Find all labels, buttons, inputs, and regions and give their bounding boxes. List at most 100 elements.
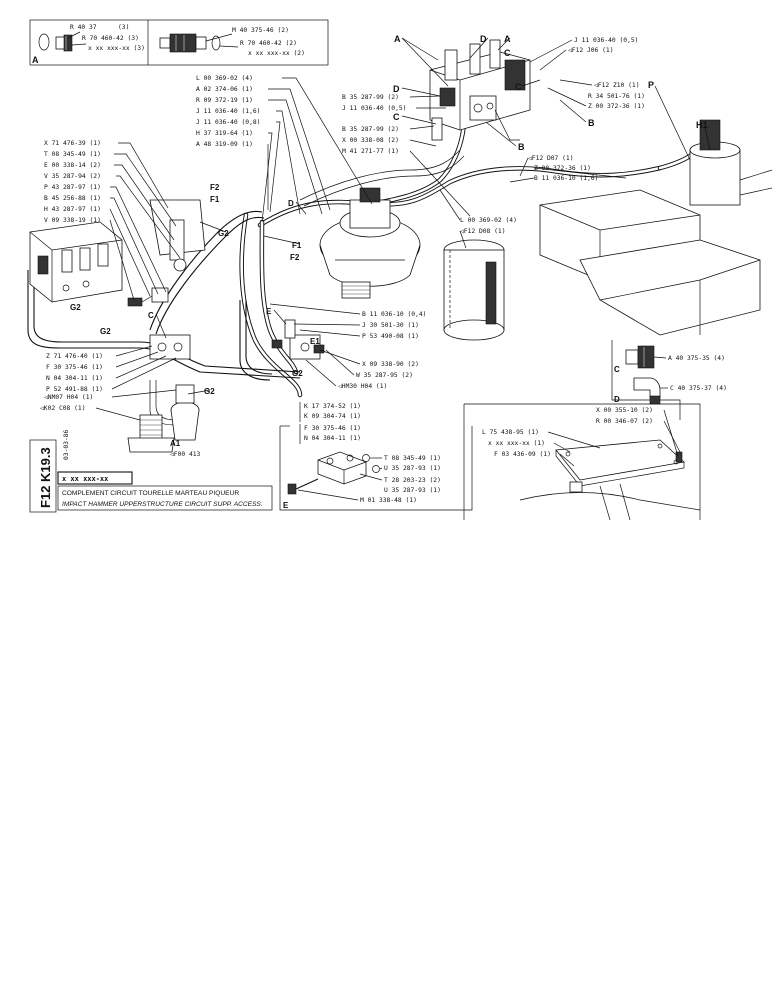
callout-j11036-05-a: J 11 036-40 (0,5) — [342, 105, 406, 112]
callout-r34501: R 34 501-76 (1) — [588, 93, 645, 100]
letter-c-left: C — [148, 311, 154, 320]
letter-d-mid: D — [393, 84, 400, 94]
letter-f2-b: F2 — [290, 253, 300, 262]
screw-icon — [675, 451, 683, 463]
callout-f00413: ◁F00 413 — [170, 451, 201, 458]
callout-n04304-a: N 04 304-11 (1) — [46, 375, 103, 382]
control-valve-block — [429, 39, 531, 141]
callout-b35287-a: B 35 287-99 (2) — [342, 94, 399, 101]
letter-g2-c: G2 — [100, 327, 111, 336]
callout-n04304-b: N 04 304-11 (1) — [304, 435, 361, 442]
letter-c-right: C — [515, 82, 522, 92]
letter-f2-a: F2 — [210, 183, 220, 192]
o-ring-icon — [38, 33, 50, 51]
elbow-fitting-icon — [633, 377, 661, 405]
callout-t08345: T 08 345-49 (1) — [44, 151, 101, 158]
letter-f1-a: F1 — [210, 195, 220, 204]
callout-a48319: A 48 319-09 (1) — [196, 141, 253, 148]
letter-b-right: B — [588, 118, 595, 128]
ref-box: x xx xxx-xx — [62, 475, 109, 483]
callouts-mid: B 11 036-10 (0,4) J 30 501-30 (1) P 53 4… — [338, 311, 426, 390]
label-x00355: X 00 355-10 (2) — [596, 407, 653, 414]
label-xx-3: x xx xxx-xx (3) — [88, 45, 145, 52]
callout-w35287: W 35 287-95 (2) — [356, 372, 413, 379]
sheet-date: 03-03-86 — [63, 429, 70, 460]
letter-a1: A1 — [170, 439, 181, 448]
valve-pedal-assembly — [127, 384, 200, 453]
hydraulic-tank — [539, 119, 772, 336]
label-m01338: M 01 338-48 (1) — [360, 497, 417, 504]
callout-p52491: P 52 491-88 (1) — [46, 386, 103, 393]
callout-k09304: K 09 304-74 (1) — [304, 413, 361, 420]
callout-v35287: V 35 287-94 (2) — [44, 173, 101, 180]
letter-h1: H1 — [696, 120, 708, 130]
callout-j30501: J 30 501-30 (1) — [362, 322, 419, 329]
label-r70460-2: R 70 460-42 (2) — [240, 40, 297, 47]
letter-g2-e: G2 — [292, 369, 303, 378]
callouts-left: L 00 369-02 (4) A 02 374-06 (1) R 09 372… — [196, 75, 260, 148]
callout-x09338: X 09 338-90 (2) — [362, 361, 419, 368]
fitting-icon — [55, 34, 73, 52]
callout-f12d08: ◁F12 D08 (1) — [460, 228, 506, 235]
label-u35287-a: U 35 287-93 (1) — [384, 465, 441, 472]
washer-icon — [372, 465, 380, 473]
inset-plate-box: X 00 355-10 (2) R 00 346-07 (2) L 75 438… — [463, 403, 701, 521]
callout-k02c08: ◁K02 C08 (1) — [40, 405, 86, 412]
cover-plate-icon — [555, 439, 685, 487]
callout-hm30h04: ◁HM30 H04 (1) — [338, 383, 387, 390]
callout-r09372: R 09 372-19 (1) — [196, 97, 253, 104]
callouts-side: X 71 476-39 (1) T 08 345-49 (1) E 00 338… — [44, 140, 101, 224]
callout-j11036-16: J 11 036-40 (1,6) — [196, 108, 260, 115]
leaders-mid — [269, 303, 361, 387]
letter-d-top: D — [480, 34, 487, 44]
inset-a-box: A R 40 37 (3) R 70 460-42 (3) x xx xxx-x… — [29, 19, 329, 66]
callout-p43287: P 43 287-97 (1) — [44, 184, 101, 191]
callout-v09338: V 09 338-19 (1) — [44, 217, 101, 224]
inset-cd-box: C A 40 375-35 (4) D C 40 375-37 (4) — [611, 340, 727, 420]
callout-h43287: H 43 287-97 (1) — [44, 206, 101, 213]
callout-f12j06: ◁F12 J06 (1) — [568, 47, 614, 54]
callout-z00372-b: Z 00 372-36 (1) — [534, 165, 591, 172]
callouts-lower-left: Z 71 476-40 (1) F 30 375-46 (1) N 04 304… — [40, 353, 103, 412]
callout-x71476: X 71 476-39 (1) — [44, 140, 101, 147]
callout-f12z10: ◁F12 Z10 (1) — [594, 82, 640, 89]
callout-b45256: B 45 256-88 (1) — [44, 195, 101, 202]
callout-h37319: H 37 319-64 (1) — [196, 130, 253, 137]
nut-icon — [362, 454, 370, 462]
inset-c-letter: C — [614, 365, 620, 374]
label-r70460: R 70 460-42 (3) — [82, 35, 139, 42]
callout-z71476: Z 71 476-40 (1) — [46, 353, 103, 360]
a1-reference: A1 ◁F00 413 — [170, 439, 201, 458]
callout-f30375-b: F 30 375-46 (1) — [304, 425, 361, 432]
leaders-lower-left — [95, 345, 177, 421]
label-xx-1: x xx xxx-xx (1) — [488, 440, 545, 447]
inset-d-letter: D — [614, 395, 620, 404]
sheet-code: F12 K19.3 — [38, 447, 53, 508]
letter-b-mid: B — [518, 142, 525, 152]
leaders-left — [261, 77, 373, 223]
inset-a-letter: A — [32, 55, 39, 65]
label-f03436: F 03 436-09 (1) — [494, 451, 551, 458]
letter-p: P — [648, 80, 654, 90]
leader-lines — [155, 37, 711, 395]
callout-p53490: P 53 490-08 (1) — [362, 333, 419, 340]
callout-f30375-a: F 30 375-46 (1) — [46, 364, 103, 371]
letter-d-left: D — [288, 199, 294, 208]
title-block: F12 K19.3 03-03-86 x xx xxx-xx COMPLEMEN… — [29, 429, 273, 513]
label-c40375: C 40 375-37 (4) — [670, 385, 727, 392]
letter-g2-d: G2 — [204, 387, 215, 396]
letter-f1-b: F1 — [292, 241, 302, 250]
label-t28203: T 28 203-23 (2) — [384, 477, 441, 484]
rotary-joint — [319, 187, 421, 299]
filter-canister — [443, 239, 505, 341]
callout-z00372-a: Z 00 372-36 (1) — [588, 103, 645, 110]
callout-j11036-08: J 11 036-40 (0,8) — [196, 119, 260, 126]
letter-a-top-2: A — [504, 34, 511, 44]
callout-l00369-b: L 00 369-02 (4) — [460, 217, 517, 224]
callout-x00338: X 00 338-08 (2) — [342, 137, 399, 144]
letter-g2-a: G2 — [218, 229, 229, 238]
title-french: COMPLEMENT CIRCUIT TOURELLE MARTEAU PIQU… — [62, 490, 239, 497]
letter-c-top: C — [504, 48, 511, 58]
inset-e-box: E T 08 345-49 (1) U 35 287-93 (1) T 28 2… — [279, 425, 473, 511]
